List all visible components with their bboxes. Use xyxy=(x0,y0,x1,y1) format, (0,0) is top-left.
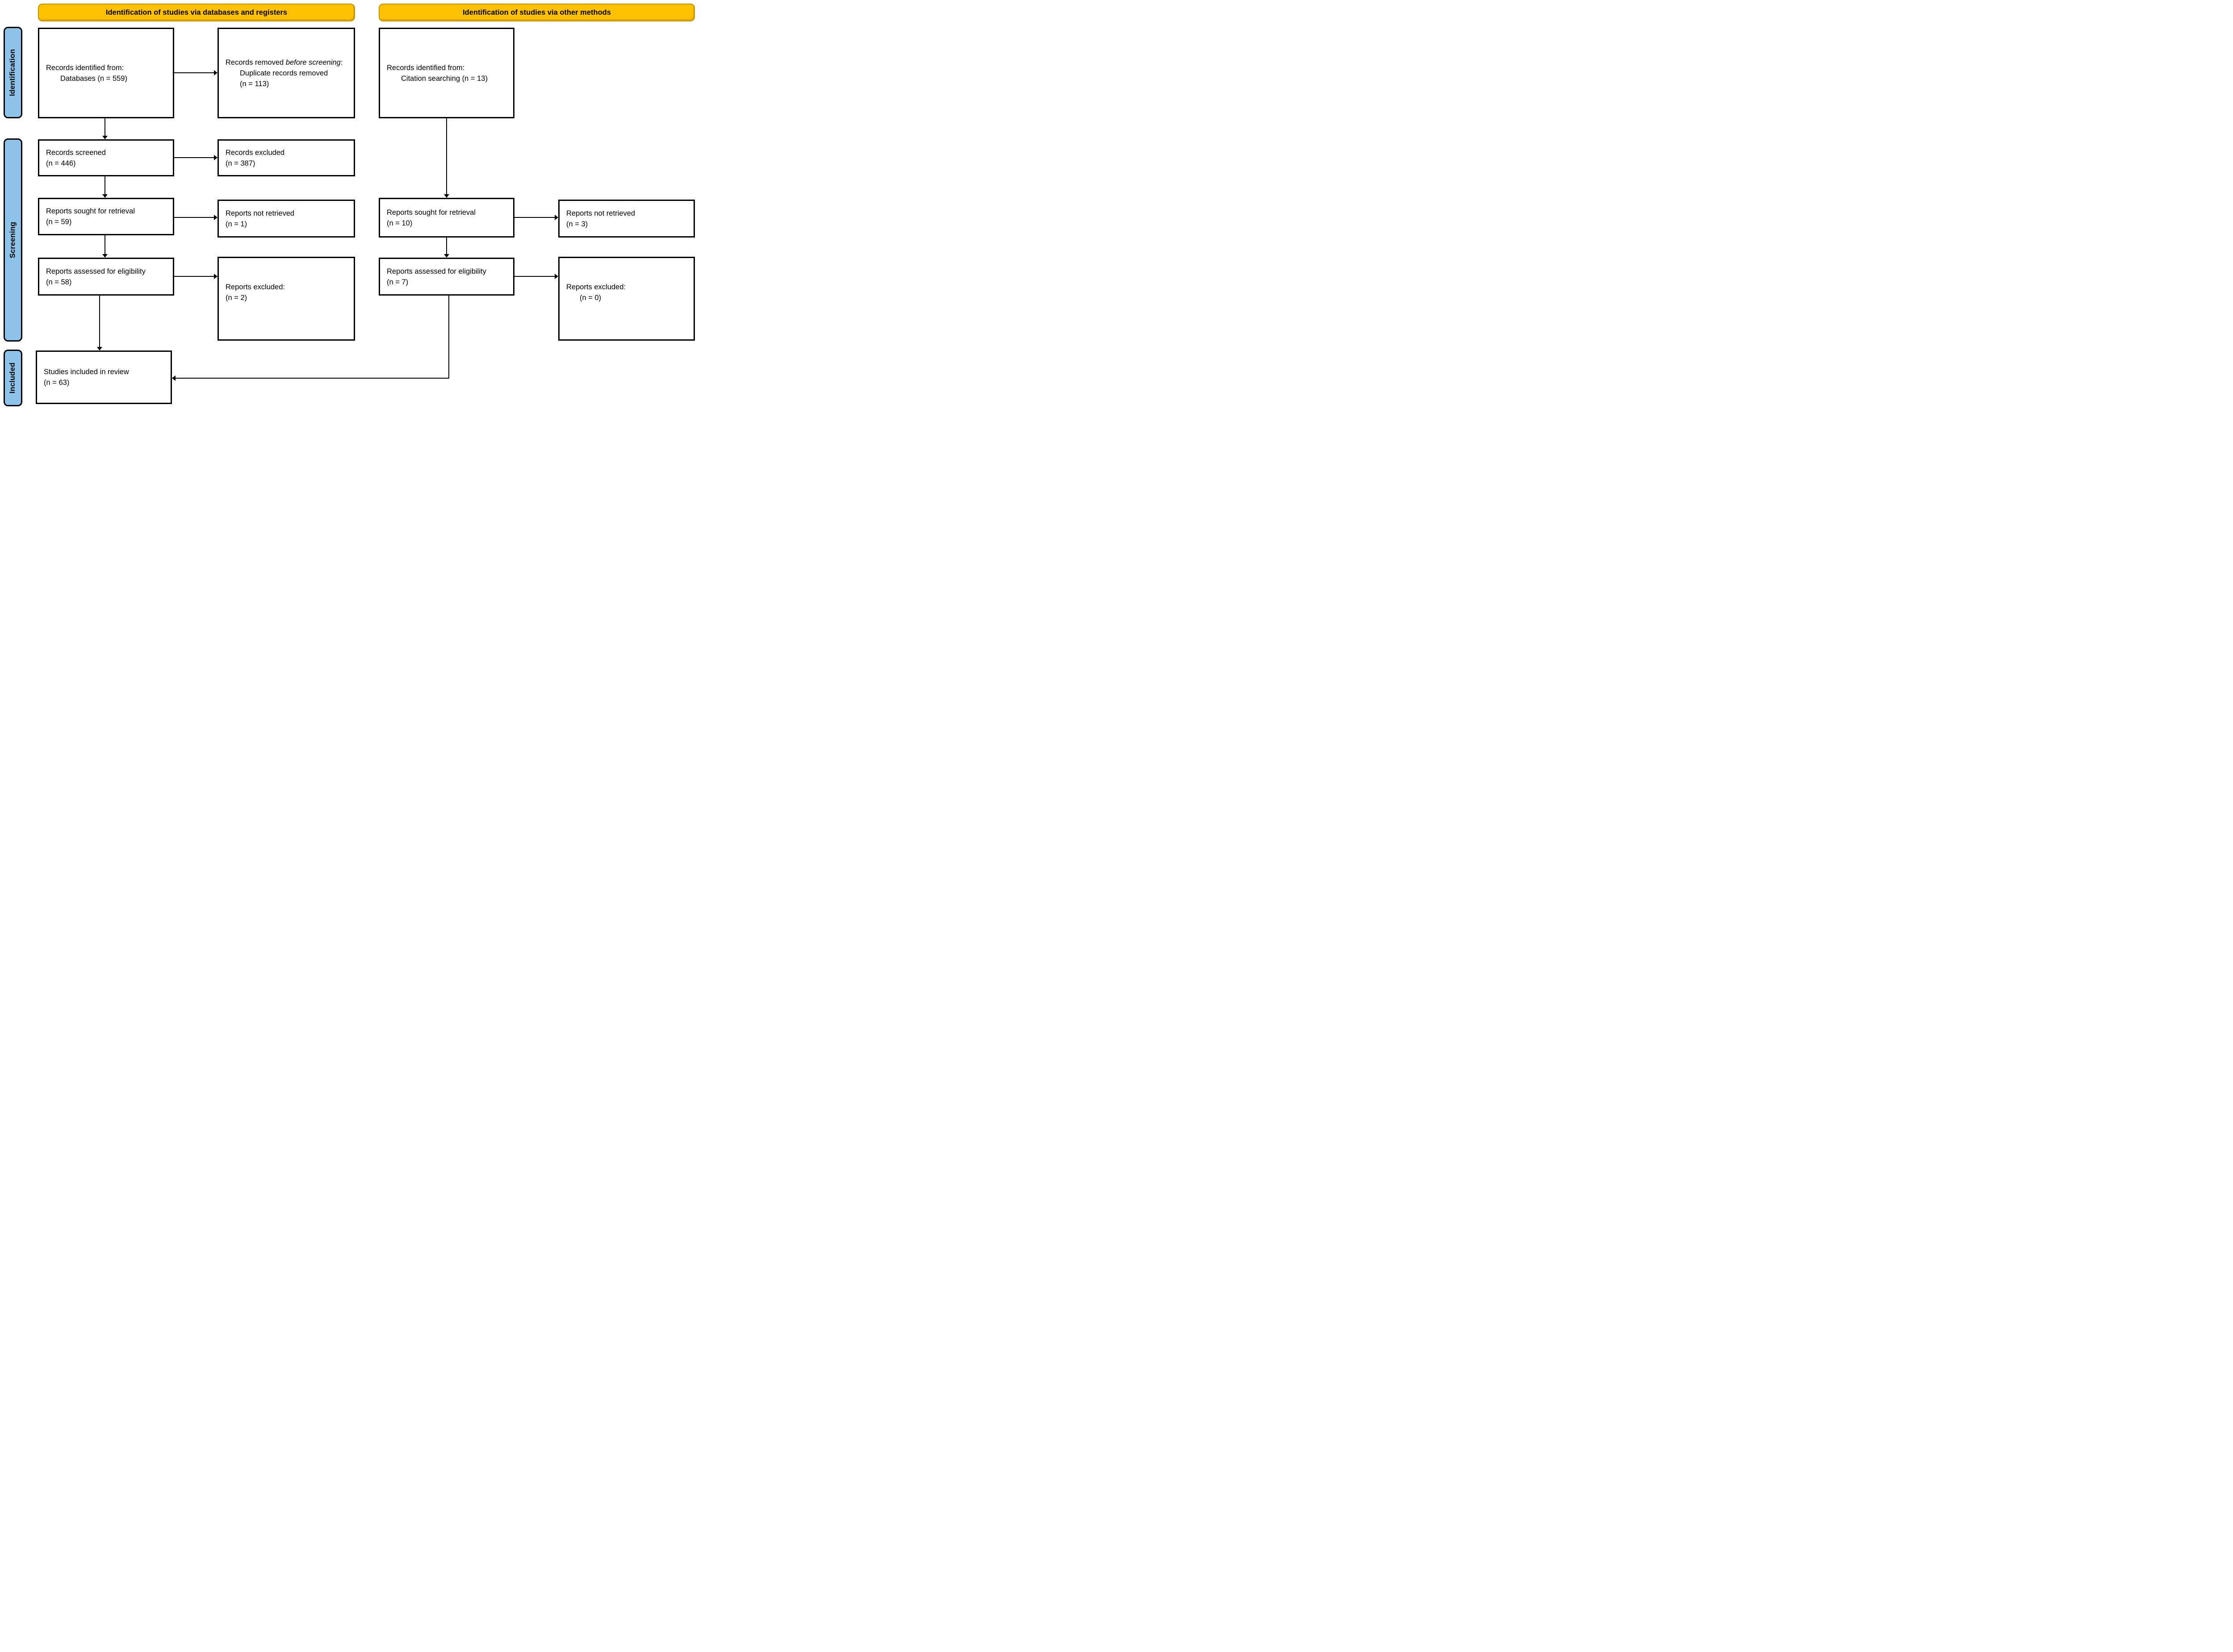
box-records-removed-line3: (n = 113) xyxy=(240,79,269,88)
arrow-other-sought-to-assessed-head xyxy=(444,254,449,258)
arrow-sought-to-notretrieved-head xyxy=(214,215,217,220)
box-reports-assessed-other-line1: Reports assessed for eligibility xyxy=(387,267,486,275)
box-records-excluded: Records excluded (n = 387) xyxy=(217,139,355,176)
box-records-screened-line2: (n = 446) xyxy=(46,159,76,167)
box-records-identified-other-line2: Citation searching (n = 13) xyxy=(401,74,488,83)
box-records-identified-other: Records identified from: Citation search… xyxy=(379,28,514,118)
arrow-other-assessed-to-excluded-head xyxy=(555,274,558,279)
banner-databases-registers-label: Identification of studies via databases … xyxy=(105,8,288,17)
box-reports-not-retrieved: Reports not retrieved (n = 1) xyxy=(217,200,355,238)
box-records-removed-line1: Records removed before screening: xyxy=(226,58,343,67)
arrow-assessed-to-included-line xyxy=(99,296,100,347)
arrow-screened-to-excluded-line xyxy=(174,157,214,158)
box-records-identified-line2: Databases (n = 559) xyxy=(60,74,127,83)
arrow-identified-to-screened-head xyxy=(102,136,108,139)
box-reports-not-retrieved-other: Reports not retrieved (n = 3) xyxy=(558,200,695,238)
box-records-identified-line1: Records identified from: xyxy=(46,63,124,72)
arrow-assessed-to-included-head xyxy=(97,347,102,350)
box-reports-excluded-other: Reports excluded: (n = 0) xyxy=(558,257,695,341)
box-reports-sought-other-line1: Reports sought for retrieval xyxy=(387,208,476,217)
arrow-sought-to-assessed-head xyxy=(102,254,108,258)
box-reports-sought-other-line2: (n = 10) xyxy=(387,219,413,227)
box-reports-not-retrieved-other-line2: (n = 3) xyxy=(566,220,588,228)
box-reports-assessed-other: Reports assessed for eligibility (n = 7) xyxy=(379,258,514,296)
box-reports-assessed-line1: Reports assessed for eligibility xyxy=(46,267,146,275)
arrow-other-sought-to-notretrieved-head xyxy=(555,215,558,220)
box-reports-excluded-line1: Reports excluded: xyxy=(226,283,285,291)
box-records-identified: Records identified from: Databases (n = … xyxy=(38,28,174,118)
box-records-excluded-line2: (n = 387) xyxy=(226,159,255,167)
box-reports-sought: Reports sought for retrieval (n = 59) xyxy=(38,198,174,235)
box-reports-assessed-line2: (n = 58) xyxy=(46,278,72,286)
box-reports-not-retrieved-other-line1: Reports not retrieved xyxy=(566,209,636,217)
arrow-screened-to-sought-head xyxy=(102,194,108,198)
box-studies-included-line1: Studies included in review xyxy=(44,368,129,376)
arrow-other-sought-to-assessed-line xyxy=(446,238,447,254)
box-records-screened-line1: Records screened xyxy=(46,148,106,157)
prisma-flow-diagram: Identification of studies via databases … xyxy=(0,0,700,408)
stage-bar-screening: Screening xyxy=(4,138,22,342)
box-reports-assessed-other-line2: (n = 7) xyxy=(387,278,409,286)
box-records-excluded-line1: Records excluded xyxy=(226,148,285,157)
stage-label-included: Included xyxy=(8,362,17,394)
box-reports-excluded: Reports excluded: (n = 2) xyxy=(217,257,355,341)
box-reports-not-retrieved-line2: (n = 1) xyxy=(226,220,247,228)
stage-bar-included: Included xyxy=(4,350,22,406)
banner-other-methods-label: Identification of studies via other meth… xyxy=(463,8,611,17)
box-reports-excluded-other-line2: (n = 0) xyxy=(580,294,602,302)
box-reports-sought-line2: (n = 59) xyxy=(46,218,72,226)
banner-other-methods: Identification of studies via other meth… xyxy=(379,4,695,21)
box-reports-assessed: Reports assessed for eligibility (n = 58… xyxy=(38,258,174,296)
box-records-removed-line2: Duplicate records removed xyxy=(240,69,328,77)
arrow-assessed-to-excluded-head xyxy=(214,274,217,279)
stage-bar-identification: Identification xyxy=(4,27,22,118)
arrow-identified-to-removed-head xyxy=(214,70,217,75)
box-reports-not-retrieved-line1: Reports not retrieved xyxy=(226,209,295,217)
arrow-other-assessed-to-included-vline xyxy=(448,296,449,379)
box-records-screened: Records screened (n = 446) xyxy=(38,139,174,176)
arrow-other-sought-to-notretrieved-line xyxy=(514,217,555,218)
arrow-sought-to-notretrieved-line xyxy=(174,217,214,218)
box-records-identified-other-line1: Records identified from: xyxy=(387,63,465,72)
arrow-screened-to-excluded-head xyxy=(214,155,217,160)
arrow-identified-to-removed-line xyxy=(174,72,214,73)
box-reports-excluded-other-line1: Reports excluded: xyxy=(566,283,626,291)
stage-label-identification: Identification xyxy=(8,49,17,96)
banner-databases-registers: Identification of studies via databases … xyxy=(38,4,355,21)
box-reports-sought-other: Reports sought for retrieval (n = 10) xyxy=(379,198,514,238)
arrow-other-assessed-to-excluded-line xyxy=(514,276,555,277)
box-studies-included-line2: (n = 63) xyxy=(44,379,70,387)
box-reports-excluded-line2: (n = 2) xyxy=(226,294,247,302)
stage-label-screening: Screening xyxy=(8,221,17,259)
arrow-assessed-to-excluded-line xyxy=(174,276,214,277)
arrow-other-identified-to-sought-head xyxy=(444,194,449,198)
box-studies-included: Studies included in review (n = 63) xyxy=(36,350,172,404)
arrow-other-assessed-to-included-head xyxy=(172,375,176,381)
box-records-removed: Records removed before screening: Duplic… xyxy=(217,28,355,118)
box-reports-sought-line1: Reports sought for retrieval xyxy=(46,207,135,215)
arrow-other-assessed-to-included-hline xyxy=(176,378,449,379)
arrow-other-identified-to-sought-line xyxy=(446,118,447,194)
